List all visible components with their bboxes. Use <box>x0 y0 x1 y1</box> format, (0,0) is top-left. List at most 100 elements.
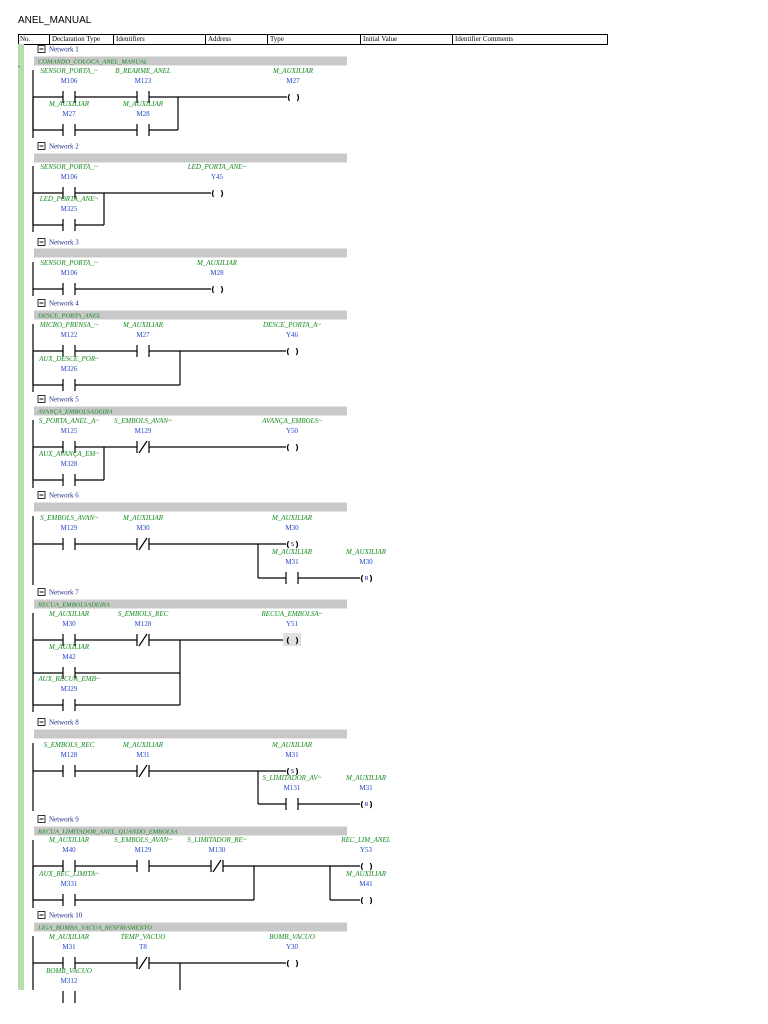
column-header-type[interactable]: Type <box>267 35 360 44</box>
minus-box-icon[interactable] <box>37 588 46 596</box>
minus-box-icon[interactable] <box>37 299 46 307</box>
contact-address: M129 <box>135 427 152 435</box>
minus-box-icon[interactable] <box>37 142 46 150</box>
column-header-initial-value[interactable]: Initial Value <box>360 35 452 44</box>
contact-no-m106[interactable]: SENSOR_PORTA_~M106 <box>40 163 98 199</box>
column-header-address[interactable]: Address <box>205 35 267 44</box>
contact-nc-slash <box>212 859 222 873</box>
network-comment-bar[interactable] <box>34 406 347 416</box>
contact-no-m328[interactable]: AUX_AVANÇA_EM~M328 <box>38 450 99 486</box>
contact-address: M30 <box>136 524 150 532</box>
network-header-3[interactable]: Network 3 <box>37 238 79 247</box>
contact-no-m131[interactable]: S_LIMITADOR_AV~M131 <box>263 774 322 810</box>
coil-y50[interactable]: AVANÇA_EMBOLS~Y50() <box>261 417 322 452</box>
contact-address: M122 <box>61 331 78 339</box>
minus-box-icon[interactable] <box>37 491 46 499</box>
coil-right-paren: ) <box>369 896 373 905</box>
contact-no-m325[interactable]: LED_PORTA_ANE~M325 <box>39 195 99 231</box>
network-header-8[interactable]: Network 8 <box>37 718 79 727</box>
contact-address: M131 <box>284 784 301 792</box>
coil-right-paren: ) <box>296 93 300 102</box>
minus-box-icon[interactable] <box>37 815 46 823</box>
network-header-7[interactable]: Network 7 <box>37 588 79 597</box>
contact-symbol-name: S_LIMITADOR_RE~ <box>187 836 246 844</box>
network-header-10[interactable]: Network 10 <box>37 911 83 920</box>
contact-no-m329[interactable]: AUX_RECUA_EMB~M329 <box>37 675 100 711</box>
contact-no-m331[interactable]: AUX_REC_LIMITA~M331 <box>38 870 99 906</box>
network-comment-bar[interactable] <box>34 729 347 739</box>
network-header-9[interactable]: Network 9 <box>37 815 79 824</box>
network-comment-bar[interactable] <box>34 153 347 163</box>
minus-box-icon[interactable] <box>37 718 46 726</box>
contact-no-m125[interactable]: S_PORTA_ANEL_A~M125 <box>39 417 100 453</box>
network-label: Network 7 <box>49 589 79 597</box>
minus-box-icon[interactable] <box>37 395 46 403</box>
contact-no-m326[interactable]: AUX_DESCE_POR~M326 <box>38 355 99 391</box>
contact-symbol-name: AUX_AVANÇA_EM~ <box>38 450 99 458</box>
minus-box-icon[interactable] <box>37 45 46 53</box>
contact-no-m129[interactable]: S_EMBOLS_AVAN~M129 <box>40 514 98 550</box>
minus-box-icon[interactable] <box>37 238 46 246</box>
network-label: Network 10 <box>49 912 83 920</box>
contact-nc-m130[interactable]: S_LIMITADOR_RE~M130 <box>187 836 247 873</box>
column-header-no[interactable]: No. <box>20 35 31 43</box>
contact-no-m106[interactable]: SENSOR_PORTA_~M106 <box>40 259 98 295</box>
coil-left-paren: ( <box>286 636 290 645</box>
network-header-5[interactable]: Network 5 <box>37 395 79 404</box>
contact-no-m122[interactable]: MICRO_PRENSA_~M122 <box>39 321 98 357</box>
network-comment-bar[interactable] <box>34 248 347 258</box>
contact-no-m129[interactable]: S_EMBOLS_AVAN~M129 <box>114 836 172 872</box>
network-comment-bar[interactable] <box>34 310 347 320</box>
column-header-identifier-comments[interactable]: Identifier Comments <box>452 35 607 44</box>
network-comment-bar[interactable] <box>34 502 347 512</box>
column-header-identifiers[interactable]: Identifiers <box>113 35 205 44</box>
coil-y51[interactable]: RECUA_EMBOLSA~Y51() <box>261 610 323 646</box>
contact-address: M129 <box>135 846 152 854</box>
contact-no-m106[interactable]: SENSOR_PORTA_~M106 <box>40 67 98 103</box>
network-comment: COMANDO_COLOCA_ANEL_MANUAL <box>38 59 148 66</box>
network-comment-bar[interactable] <box>34 922 347 932</box>
contact-symbol-name: LED_PORTA_ANE~ <box>39 195 99 203</box>
network-header-1[interactable]: Network 1 <box>37 45 79 54</box>
network-header-2[interactable]: Network 2 <box>37 142 79 151</box>
network-comment-bar[interactable] <box>34 56 347 66</box>
network-header-4[interactable]: Network 4 <box>37 299 79 308</box>
network-header-6[interactable]: Network 6 <box>37 491 79 500</box>
contact-address: M28 <box>136 110 150 118</box>
contact-nc-m129[interactable]: S_EMBOLS_AVAN~M129 <box>114 417 172 454</box>
contact-address: M129 <box>61 524 78 532</box>
coil-y45[interactable]: LED_PORTA_ANE~Y45() <box>187 163 247 198</box>
network-comment-bar[interactable] <box>34 599 347 609</box>
network-comment-bar[interactable] <box>34 826 347 836</box>
coil-selection-highlight <box>283 633 301 646</box>
coil-y46[interactable]: DESCE_PORTA_A~Y46() <box>262 321 321 356</box>
minus-box-icon[interactable] <box>37 911 46 919</box>
coil-right-paren: ) <box>369 800 373 809</box>
column-header-declaration-type[interactable]: Declaration Type <box>49 35 113 44</box>
contact-address: M331 <box>61 880 78 888</box>
